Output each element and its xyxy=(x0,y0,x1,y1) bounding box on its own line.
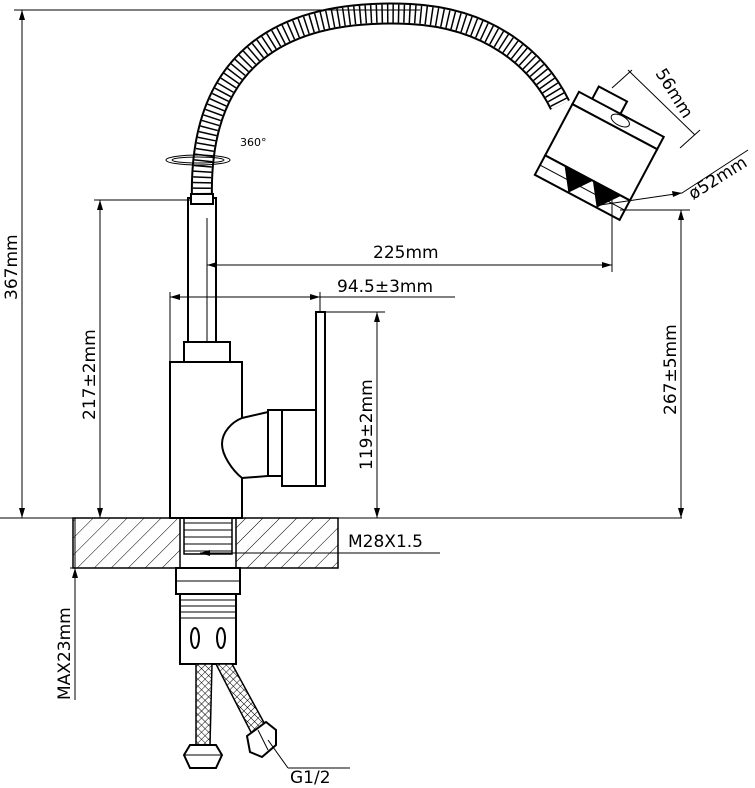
countertop-section xyxy=(0,517,682,569)
supply-hoses xyxy=(182,663,277,769)
spout-reach-label: 225mm xyxy=(373,243,439,263)
mounting-nut xyxy=(175,567,241,665)
outlet-height-label: 267±5mm xyxy=(661,324,681,415)
faucet-body xyxy=(169,197,243,519)
total-height-label: 367mm xyxy=(2,234,22,300)
rotation-indicator: 360° xyxy=(165,136,267,166)
head-diameter-label: ø52mm xyxy=(685,153,751,204)
connection-label: G1/2 xyxy=(290,768,331,788)
handle-height-label: 119±2mm xyxy=(357,379,377,470)
body-height-label: 217±2mm xyxy=(80,329,100,420)
threaded-shank xyxy=(183,517,233,555)
thread-label: M28X1.5 xyxy=(348,532,423,552)
rotation-label: 360° xyxy=(240,136,267,149)
flexible-spout xyxy=(190,2,570,205)
dimension-lines xyxy=(14,9,749,769)
faucet-handle xyxy=(220,311,326,487)
max-thickness-label: MAX23mm xyxy=(55,607,75,700)
head-length-label: 56mm xyxy=(651,65,697,122)
body-offset-label: 94.5±3mm xyxy=(337,277,433,297)
